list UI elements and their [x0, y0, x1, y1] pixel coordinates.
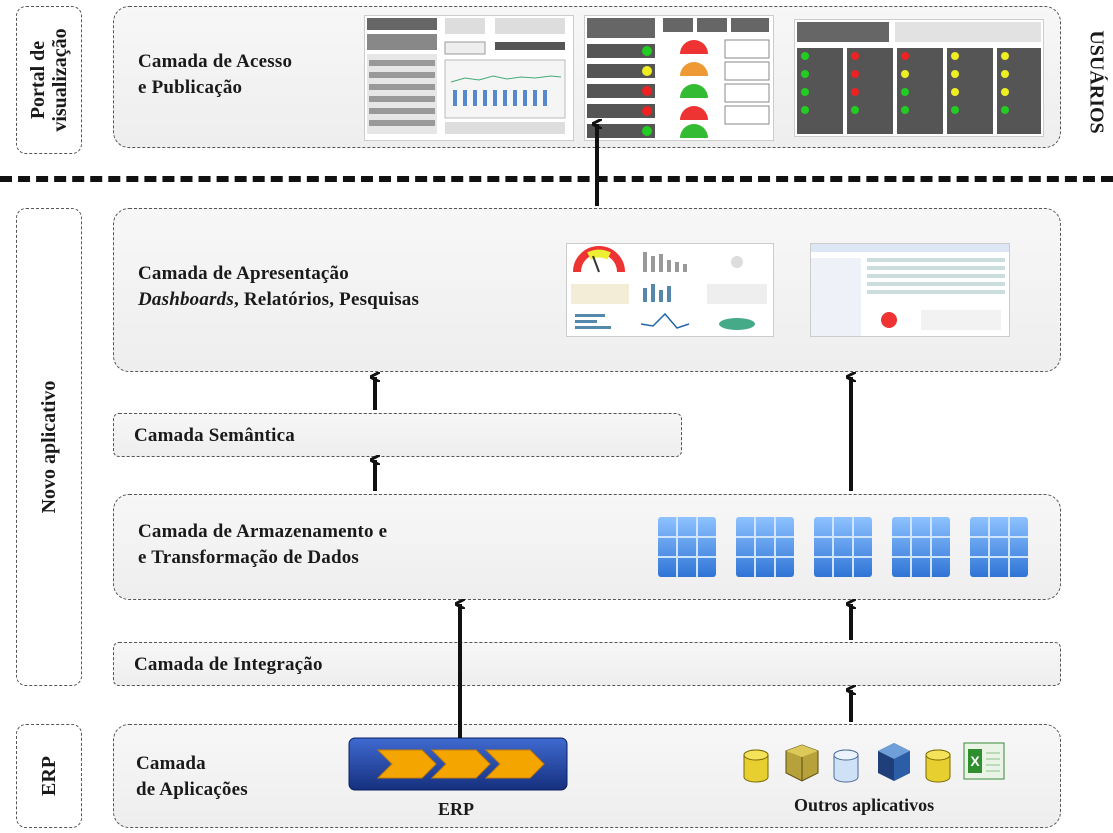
camada-apresentacao-label: Camada de Apresentação Dashboards, Relat… — [138, 263, 420, 310]
camada-acesso-label: Camada de Acesso e Publicação — [138, 51, 293, 98]
usuarios-label: USUÁRIOS — [1085, 30, 1108, 134]
portal-divider-line — [0, 176, 1113, 182]
camada-armazenamento-box: Camada de Armazenamento e e Transformaçã… — [113, 494, 1061, 600]
dashboards-word: Dashboards — [138, 289, 234, 310]
novo-aplicativo-label: Novo aplicativo — [38, 380, 60, 514]
camada-armazenamento-label: Camada de Armazenamento e e Transformaçã… — [138, 521, 388, 568]
camada-apresentacao-box: Camada de Apresentação Dashboards, Relat… — [113, 208, 1061, 372]
portal-screenshot-3 — [794, 19, 1044, 137]
portal-screenshot-2 — [584, 15, 774, 141]
dashboard-screenshot — [566, 243, 774, 337]
portal-side-label: Portal de visualização — [16, 6, 82, 154]
data-cubes-group — [658, 516, 1029, 578]
erp-process-icon — [348, 737, 568, 791]
camada-integracao-box: Camada de Integração — [113, 642, 1061, 686]
camada-semantica-label: Camada Semântica — [134, 425, 295, 446]
cube-icon — [658, 517, 716, 577]
erp-side-label-text: ERP — [38, 756, 60, 796]
camada-aplicacoes-box: Camada de Aplicações ERP X Outros aplica… — [113, 724, 1061, 828]
report-screenshot — [810, 243, 1010, 337]
green-box-icon — [785, 744, 819, 782]
camada-semantica-box: Camada Semântica — [113, 413, 682, 457]
erp-side-label: ERP — [16, 724, 82, 828]
database-white-icon — [833, 749, 859, 783]
camada-integracao-label: Camada de Integração — [134, 654, 323, 675]
portal-screenshot-1 — [364, 15, 574, 141]
outros-aplicativos-icons: X — [743, 742, 1005, 783]
camada-acesso-box: Camada de Acesso e Publicação — [113, 6, 1061, 148]
database-yellow-icon-2 — [925, 749, 951, 783]
novo-aplicativo-side-label: Novo aplicativo — [16, 208, 82, 686]
camada-aplicacoes-label: Camada de Aplicações — [136, 753, 248, 800]
portal-label-line1: Portal de — [27, 40, 49, 120]
portal-label-line2: visualização — [49, 28, 71, 132]
erp-caption: ERP — [438, 799, 474, 819]
blue-cube-icon — [878, 743, 910, 781]
database-yellow-icon — [743, 749, 769, 783]
svg-text:X: X — [970, 753, 980, 769]
excel-icon: X — [963, 742, 1005, 780]
outros-aplicativos-caption: Outros aplicativos — [794, 795, 935, 815]
